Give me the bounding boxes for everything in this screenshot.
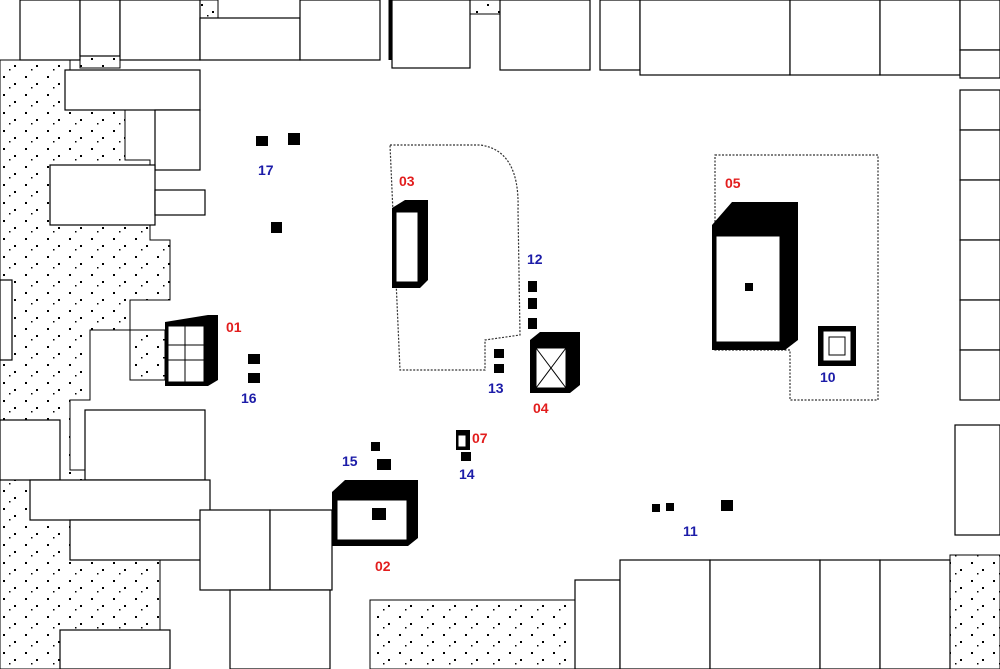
label-building-05: 05 xyxy=(725,175,741,191)
label-building-02: 02 xyxy=(375,558,391,574)
building-01-shape xyxy=(165,315,218,386)
label-element-13: 13 xyxy=(488,380,504,396)
label-element-15: 15 xyxy=(342,453,358,469)
building-05-shape xyxy=(712,202,798,350)
building-02-shape xyxy=(332,480,418,546)
label-element-14: 14 xyxy=(459,466,475,482)
label-building-04: 04 xyxy=(533,400,549,416)
building-labels: 01 02 03 04 05 07 xyxy=(226,173,741,574)
label-element-11: 11 xyxy=(683,523,698,539)
element-10-shape xyxy=(818,326,856,366)
building-03-shape xyxy=(392,200,428,288)
label-element-16: 16 xyxy=(241,390,257,406)
zone-building-03 xyxy=(389,144,521,371)
small-elements xyxy=(248,133,753,512)
element-labels: 10 11 12 13 14 15 16 17 xyxy=(241,162,836,539)
label-building-01: 01 xyxy=(226,319,242,335)
label-element-12: 12 xyxy=(527,251,543,267)
label-element-17: 17 xyxy=(258,162,274,178)
building-07-shape xyxy=(456,430,470,450)
label-building-03: 03 xyxy=(399,173,415,189)
label-building-07: 07 xyxy=(472,430,488,446)
building-04-shape xyxy=(530,332,580,393)
label-element-10: 10 xyxy=(820,369,836,385)
